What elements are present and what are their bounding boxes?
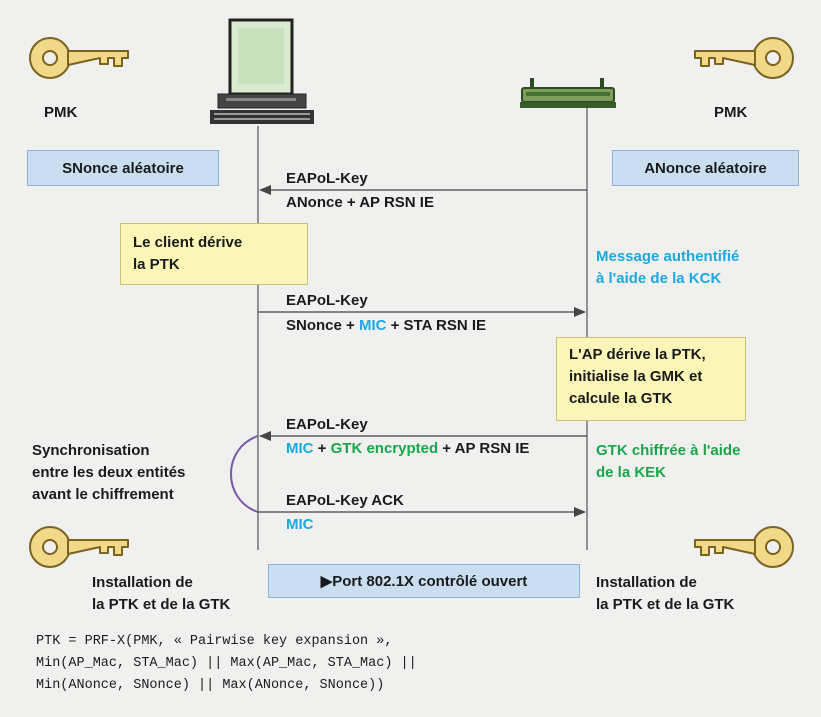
- sync-note-line1: Synchronisation: [32, 442, 150, 459]
- client-derive-line2: la PTK: [133, 256, 180, 273]
- message-2-snonce: SNonce +: [286, 317, 359, 334]
- message-3-mic: MIC: [286, 440, 314, 457]
- client-install-line2: la PTK et de la GTK: [92, 596, 231, 613]
- ap-derive-line1: L'AP dérive la PTK,: [569, 346, 706, 363]
- key-icon: [694, 37, 794, 79]
- port-open-box: ▶Port 802.1X contrôlé ouvert: [268, 564, 580, 598]
- client-derive-box: Le client dérive la PTK: [120, 223, 308, 285]
- ap-auth-note-line1: Message authentifié: [596, 248, 740, 265]
- key-icon: [29, 37, 129, 79]
- ap-install-line2: la PTK et de la GTK: [596, 596, 735, 613]
- ap-gtk-note-line1: GTK chiffrée à l'aide: [596, 442, 741, 459]
- message-1-title: EAPoL-Key: [286, 170, 368, 187]
- key-icon: [694, 526, 794, 568]
- client-pmk-label: PMK: [44, 104, 78, 121]
- ap-auth-note-line2: à l'aide de la KCK: [596, 270, 722, 287]
- message-3-plus: +: [313, 440, 331, 457]
- formula-line2: Min(AP_Mac, STA_Mac) || Max(AP_Mac, STA_…: [36, 656, 417, 671]
- ap-derive-box: L'AP dérive la PTK, initialise la GMK et…: [556, 337, 746, 421]
- ap-derive-line3: calcule la GTK: [569, 390, 673, 407]
- message-4-title: EAPoL-Key ACK: [286, 492, 404, 509]
- message-2-title: EAPoL-Key: [286, 292, 368, 309]
- message-1-body: ANonce + AP RSN IE: [286, 194, 434, 211]
- sync-note-line3: avant le chiffrement: [32, 486, 174, 503]
- message-3-title: EAPoL-Key: [286, 416, 368, 433]
- ap-nonce-box: ANonce aléatoire: [612, 150, 799, 186]
- computer-icon: [210, 18, 314, 124]
- client-nonce-box: SNonce aléatoire: [27, 150, 219, 186]
- ap-derive-line2: initialise la GMK et: [569, 368, 703, 385]
- sync-arc: [230, 435, 259, 513]
- formula-line1: PTK = PRF-X(PMK, « Pairwise key expansio…: [36, 634, 393, 649]
- message-3-gtk: GTK encrypted: [330, 440, 439, 457]
- access-point-icon: [520, 78, 616, 108]
- message-2-mic: MIC: [358, 317, 387, 334]
- key-icon: [29, 526, 129, 568]
- message-3-rest: + AP RSN IE: [438, 440, 530, 457]
- sync-note-line2: entre les deux entités: [32, 464, 186, 481]
- message-2-rest: + STA RSN IE: [386, 317, 487, 334]
- client-install-line1: Installation de: [92, 574, 193, 591]
- message-4-mic: MIC: [286, 516, 314, 533]
- ap-pmk-label: PMK: [714, 104, 748, 121]
- client-derive-line1: Le client dérive: [133, 234, 243, 251]
- message-3-body: MIC + GTK encrypted + AP RSN IE: [286, 438, 529, 459]
- ap-install-line1: Installation de: [596, 574, 697, 591]
- message-2-body: SNonce + MIC + STA RSN IE: [286, 315, 486, 336]
- ap-gtk-note-line2: de la KEK: [596, 464, 667, 481]
- formula-line3: Min(ANonce, SNonce) || Max(ANonce, SNonc…: [36, 678, 385, 693]
